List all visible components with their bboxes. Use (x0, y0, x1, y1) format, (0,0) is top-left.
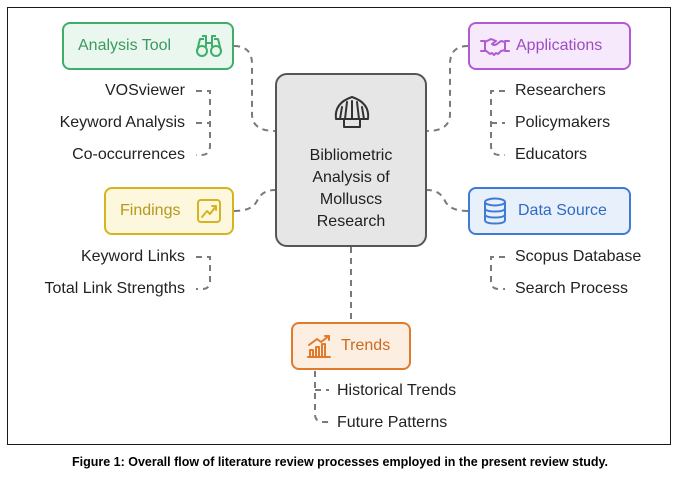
center-line: Bibliometric (309, 147, 393, 164)
connector-data-source (426, 189, 469, 212)
category-trends: Trends (291, 322, 411, 370)
connector-applications (426, 45, 469, 132)
trend-chart-icon (197, 199, 221, 223)
center-line: Research (316, 213, 386, 230)
category-label: Applications (516, 37, 603, 54)
list-item: Keyword Analysis (59, 114, 185, 131)
list-item: Historical Trends (337, 382, 457, 399)
bracket-findings (196, 256, 211, 290)
center-title: Bibliometric Analysis of Molluscs Resear… (277, 145, 425, 233)
category-data-source: Data Source (468, 187, 631, 235)
bar-chart-icon (307, 335, 331, 358)
connector-findings (233, 189, 276, 212)
list-item: Educators (515, 146, 588, 163)
list-item: Future Patterns (337, 414, 448, 431)
bracket-trends (314, 371, 329, 423)
center-node: Bibliometric Analysis of Molluscs Resear… (275, 73, 427, 247)
connector-analysis-tool (233, 45, 276, 132)
category-applications: Applications (468, 22, 631, 70)
category-findings: Findings (104, 187, 234, 235)
list-item: Co-occurrences (72, 146, 185, 163)
list-item: Scopus Database (515, 248, 642, 265)
center-line: Analysis of (312, 169, 390, 186)
category-analysis-tool: Analysis Tool (62, 22, 234, 70)
list-item: VOSviewer (104, 82, 185, 99)
bracket-applications (490, 90, 505, 156)
bracket-data-source (490, 256, 505, 290)
category-label: Analysis Tool (78, 37, 172, 54)
list-item: Researchers (515, 82, 606, 99)
category-label: Data Source (518, 202, 607, 219)
list-item: Search Process (515, 280, 628, 297)
bracket-analysis-tool (196, 90, 211, 156)
database-icon (484, 197, 506, 225)
list-item: Policymakers (515, 114, 611, 131)
shell-icon (334, 96, 370, 128)
category-label: Trends (341, 337, 391, 354)
center-line: Molluscs (319, 191, 383, 208)
category-label: Findings (120, 202, 181, 219)
figure-caption: Figure 1: Overall flow of literature rev… (71, 455, 609, 469)
handshake-icon (480, 38, 510, 56)
list-item: Total Link Strengths (44, 280, 185, 297)
binoculars-icon (196, 35, 222, 57)
list-item: Keyword Links (80, 248, 185, 265)
